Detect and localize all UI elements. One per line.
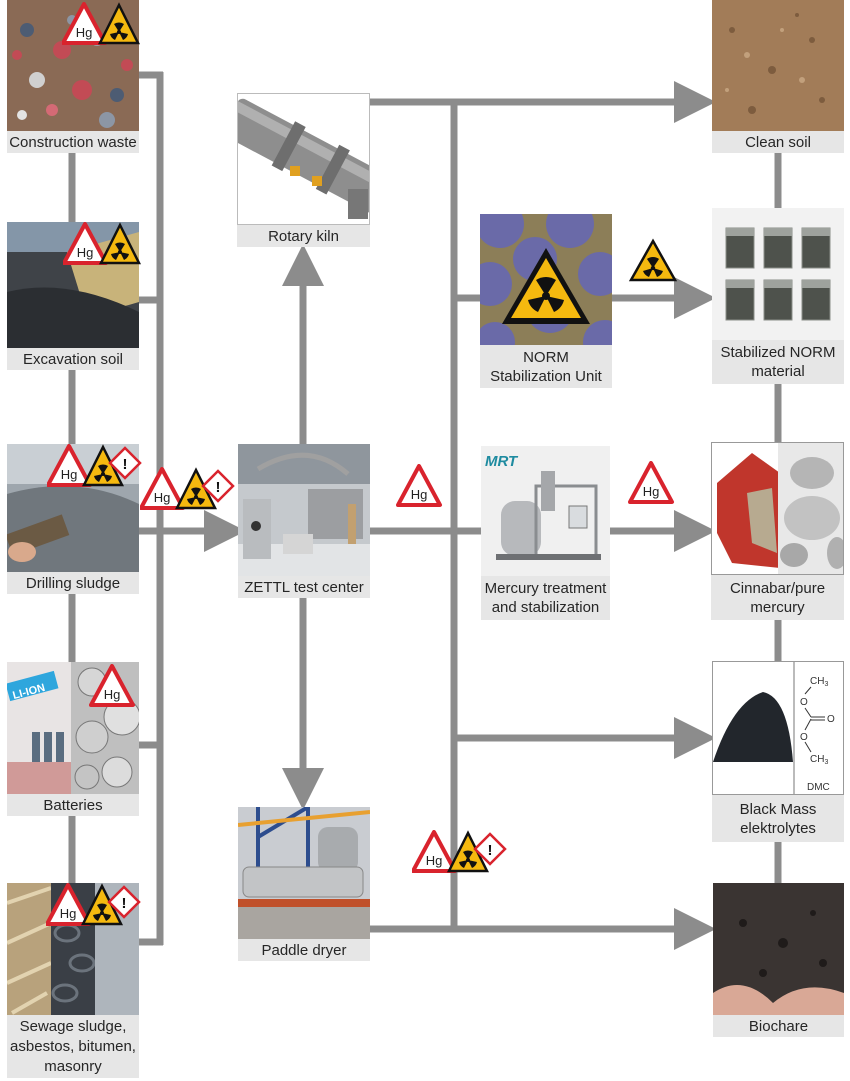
flow-hazard-test-center-to-mercury: Hg (396, 464, 442, 507)
svg-text:!: ! (216, 479, 221, 496)
mercury-hazard-icon: Hg (62, 2, 107, 45)
rotary-kiln-label: Rotary kiln (237, 225, 370, 247)
svg-text:O: O (800, 697, 808, 708)
exclamation-hazard-icon: ! (108, 446, 142, 480)
svg-text:Hg: Hg (643, 484, 660, 499)
output-stabilized-norm: Stabilized NORM material (712, 208, 844, 384)
mercury-hazard-icon: Hg (47, 444, 92, 487)
mercury-treatment-image: MRT (481, 446, 610, 576)
rotary-kiln-image (237, 93, 370, 225)
svg-text:O: O (827, 714, 835, 725)
norm-stabilization-image (480, 214, 612, 345)
svg-text:Hg: Hg (76, 25, 93, 40)
flow-hazard-norm-to-output (628, 238, 678, 282)
mercury-hazard-icon: Hg (628, 461, 674, 504)
mercury-hazard-icon: Hg (63, 222, 108, 265)
flow-hazards-paddle-bus: Hg ! (412, 830, 507, 873)
process-paddle-dryer: Paddle dryer (238, 807, 370, 961)
radiation-hazard-icon (502, 248, 590, 324)
svg-text:!: ! (488, 842, 493, 859)
output-cinnabar-mercury: Cinnabar/pure mercury (711, 442, 844, 620)
dmc-label: DMC (807, 782, 830, 793)
mercury-hazard-icon: Hg (46, 883, 91, 926)
stabilized-norm-image (712, 208, 844, 340)
excavation-soil-label: Excavation soil (7, 348, 139, 370)
clean-soil-label: Clean soil (712, 131, 844, 153)
cinnabar-mercury-label: Cinnabar/pure mercury (711, 575, 844, 620)
exclamation-hazard-icon: ! (201, 469, 235, 503)
process-norm-stabilization-unit: NORM Stabilization Unit (480, 214, 612, 388)
construction-waste-label: Construction waste (7, 131, 139, 153)
process-mercury-treatment: MRT Mercury treatment and stabilization (481, 446, 610, 620)
svg-text:Hg: Hg (154, 490, 171, 505)
stabilized-norm-label: Stabilized NORM material (712, 340, 844, 384)
svg-text:Hg: Hg (77, 245, 94, 260)
biochare-image (713, 883, 844, 1015)
svg-text:Hg: Hg (61, 467, 78, 482)
construction-waste-hazards: Hg (62, 2, 140, 45)
svg-text:Hg: Hg (60, 906, 77, 921)
input-excavation-soil: Excavation soil (7, 222, 139, 370)
output-clean-soil: Clean soil (712, 0, 844, 153)
dmc-structure: CH3 O O O CH3 DMC (800, 676, 835, 793)
svg-text:O: O (800, 732, 808, 743)
radiation-hazard-icon (97, 2, 140, 45)
exclamation-hazard-icon: ! (473, 832, 507, 866)
zettl-test-center-label: ZETTL test center (238, 576, 370, 598)
svg-text:!: ! (122, 895, 127, 912)
flow-hazard-mercury-to-output: Hg (628, 461, 674, 504)
svg-text:CH3: CH3 (810, 676, 828, 688)
batteries-hazards: Hg (89, 664, 135, 707)
sewage-sludge-label: Sewage sludge, asbestos, bitumen, masonr… (7, 1015, 139, 1078)
output-black-mass: CH3 O O O CH3 DMC Black Mass elektrolyte… (712, 661, 844, 842)
svg-text:Hg: Hg (104, 687, 121, 702)
drilling-sludge-hazards: Hg ! (47, 444, 142, 487)
exclamation-hazard-icon: ! (107, 885, 141, 919)
radiation-hazard-icon (628, 238, 678, 282)
mercury-hazard-icon: Hg (140, 467, 185, 510)
excavation-soil-image (7, 222, 139, 348)
black-mass-image: CH3 O O O CH3 DMC (712, 661, 844, 795)
batteries-image: LI-ION (7, 662, 139, 794)
black-mass-label: Black Mass elektrolytes (712, 795, 844, 842)
biochare-label: Biochare (713, 1015, 844, 1037)
mercury-hazard-icon: Hg (396, 464, 442, 507)
sewage-sludge-hazards: Hg ! (46, 883, 141, 926)
input-drilling-sludge: Drilling sludge (7, 444, 139, 594)
process-zettl-test-center: ZETTL test center (238, 444, 370, 598)
zettl-test-center-image (238, 444, 370, 576)
excavation-soil-hazards: Hg (63, 222, 141, 265)
paddle-dryer-label: Paddle dryer (238, 939, 370, 961)
paddle-dryer-image (238, 807, 370, 939)
svg-text:!: ! (123, 456, 128, 473)
svg-text:Hg: Hg (426, 853, 443, 868)
radiation-hazard-icon (98, 222, 141, 265)
mercury-treatment-label: Mercury treatment and stabilization (481, 576, 610, 620)
process-rotary-kiln: Rotary kiln (237, 93, 370, 247)
mercury-hazard-icon: Hg (89, 664, 135, 707)
drilling-sludge-label: Drilling sludge (7, 572, 139, 594)
cinnabar-mercury-image (711, 442, 844, 575)
mercury-hazard-icon: Hg (412, 830, 457, 873)
output-biochare: Biochare (713, 883, 844, 1037)
norm-stabilization-label: NORM Stabilization Unit (480, 345, 612, 388)
batteries-label: Batteries (7, 794, 139, 816)
svg-text:Hg: Hg (411, 487, 428, 502)
clean-soil-image (712, 0, 844, 131)
flow-hazards-into-test-center: Hg ! (140, 467, 235, 510)
mrt-logo: MRT (485, 453, 519, 470)
svg-text:CH3: CH3 (810, 754, 828, 766)
